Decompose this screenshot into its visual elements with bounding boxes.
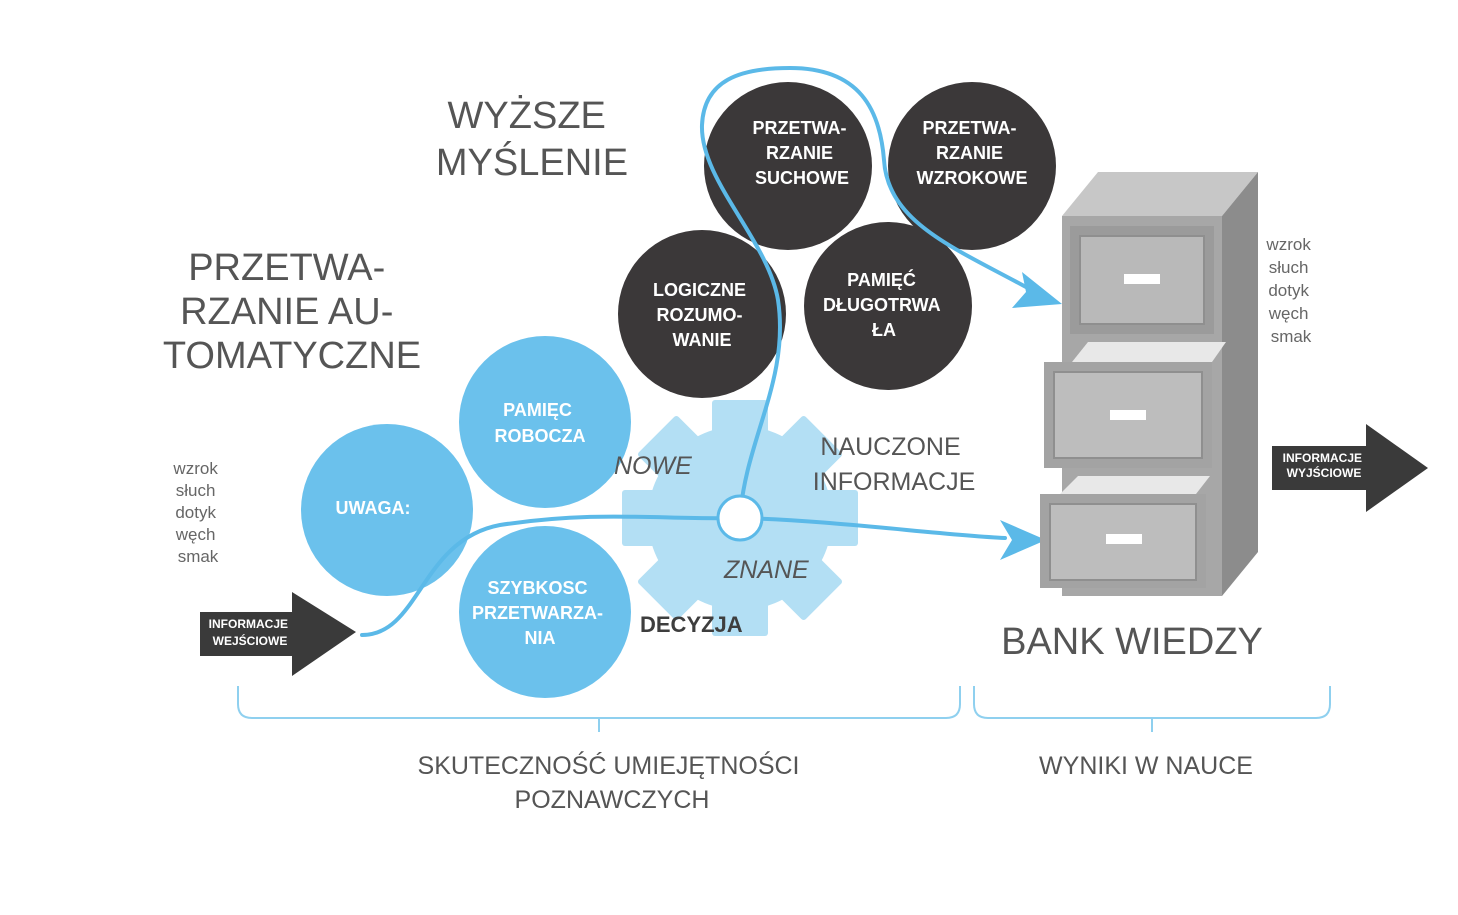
senses-left: wzrok słuch dotyk węch smak [172,459,222,566]
decision-label: DECYZJA [640,612,743,637]
decision-node [716,494,764,542]
flow-lines [360,65,1037,637]
auditory-processing-label: PRZETWA- RZANIE SUCHOWE [752,118,851,188]
speed-label: SZYBKOSC PRZETWARZA- NIA [472,578,608,648]
right-bracket [973,686,1331,732]
higher-thinking-title: WYŻSZE MYŚLENIE [436,94,628,184]
automatic-processing-title: PRZETWA- RZANIE AU- TOMATYCZNE [163,247,421,377]
senses-right: wzrok słuch dotyk węch smak [1265,235,1315,346]
learning-results-label: WYNIKI W NAUCE [1039,752,1253,780]
main-flow-line [360,514,1007,637]
long-term-memory-circle [804,222,972,390]
visual-processing-circle [888,82,1056,250]
svg-text:INFORMACJE WYJŚCIOWE: INFORMACJE WYJŚCIOWE [1283,451,1366,480]
attention-circle [301,424,473,596]
output-arrow: INFORMACJE WYJŚCIOWE [1272,424,1428,512]
logical-reasoning-circle [618,230,786,398]
new-label: NOWE [614,452,692,480]
working-memory-circle [459,336,631,508]
attention-label: UWAGA: [336,498,411,518]
known-label: ZNANE [723,556,809,584]
svg-text:INFORMACJE WEJŚCIOWE: INFORMACJE WEJŚCIOWE [209,617,292,648]
working-memory-label: PAMIĘC ROBOCZA [495,400,586,446]
filing-cabinet-icon [1040,172,1258,596]
left-bracket [237,686,961,732]
cognitive-skills-label: SKUTECZNOŚĆ UMIEJĘTNOŚCI POZNAWCZYCH [418,750,807,814]
speed-circle [459,526,631,698]
visual-processing-label: PRZETWA- RZANIE WZROKOWE [917,118,1028,188]
long-term-memory-label: PAMIĘĆ DŁUGOTRWA ŁA [823,269,945,340]
upper-flow-line [699,65,1037,520]
flow-arrowhead-right [1000,520,1046,560]
logical-reasoning-label: LOGICZNE ROZUMO- WANIE [653,280,751,350]
bank-title: BANK WIEDZY [1001,621,1263,663]
input-arrow: INFORMACJE WEJŚCIOWE [200,592,356,676]
flow-arrowhead-upper [1012,272,1062,308]
auditory-processing-circle [704,82,872,250]
learned-info-label: NAUCZONE INFORMACJE [813,433,976,496]
